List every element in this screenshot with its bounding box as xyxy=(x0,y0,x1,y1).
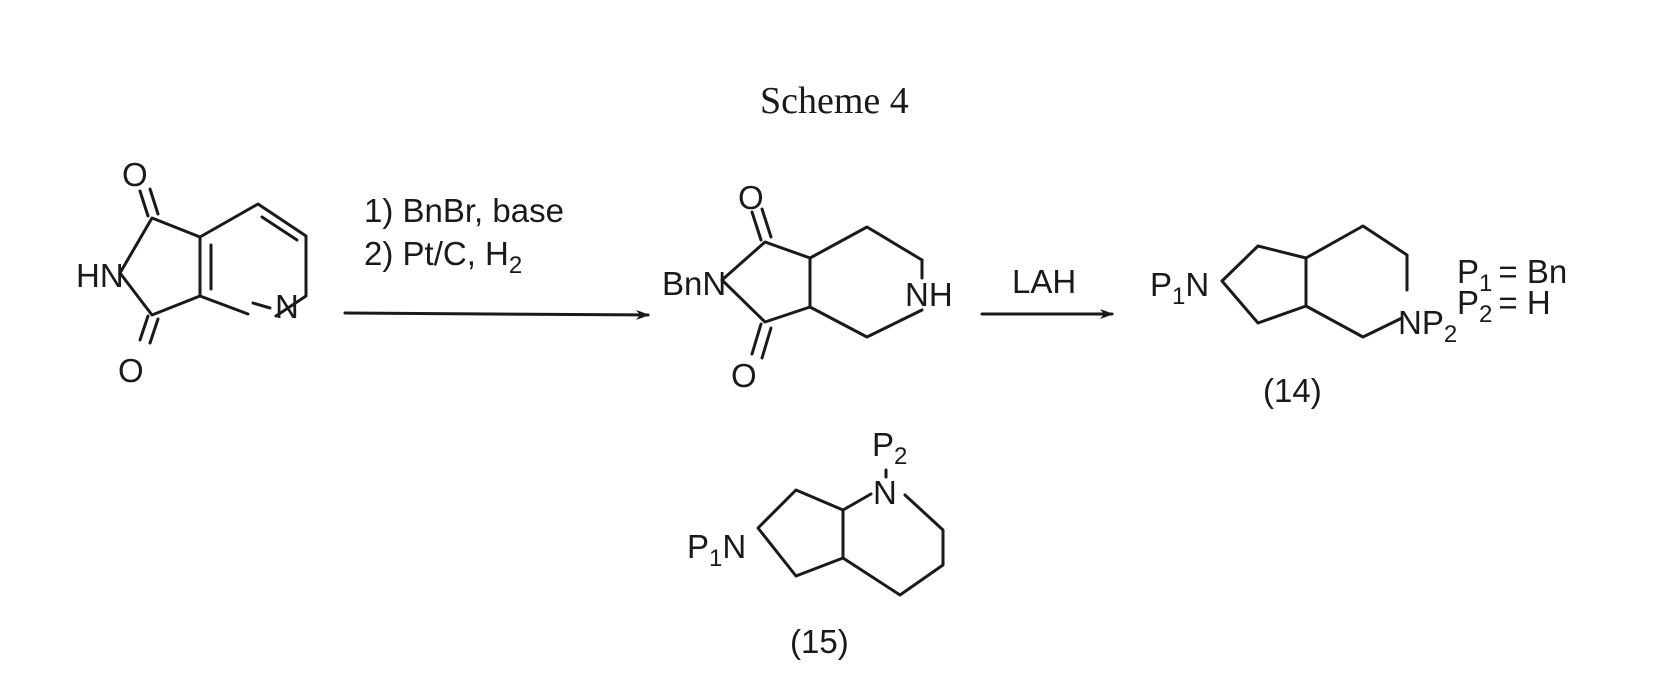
c14-np2: NP2 xyxy=(1398,304,1457,348)
definition-p2: P2= H xyxy=(1457,284,1551,328)
condition-step-2: 2) Pt/C, H2 xyxy=(364,235,522,279)
int-oxygen-top: O xyxy=(738,179,764,216)
compound-15-structure: P2 N P1N (15) xyxy=(687,426,943,660)
condition-step-1: 1) BnBr, base xyxy=(364,192,564,229)
sm-imide-nh: HN xyxy=(76,257,124,294)
reaction-arrow-1 xyxy=(345,313,648,315)
int-amine-nh: NH xyxy=(905,276,953,313)
sm-pyridine-n: N xyxy=(275,288,299,325)
condition-lah: LAH xyxy=(1012,263,1076,300)
compound-14-structure: P1N NP2 (14) xyxy=(1150,226,1457,409)
compound-14-label: (14) xyxy=(1263,372,1322,409)
intermediate-structure: O O BnN NH xyxy=(662,179,953,394)
protecting-group-definitions: P1= Bn P2= H xyxy=(1457,253,1567,328)
c15-top-n: N xyxy=(873,474,897,511)
compound-15-label: (15) xyxy=(790,623,849,660)
scheme-title: Scheme 4 xyxy=(760,80,909,122)
c14-p1-n: P1N xyxy=(1150,266,1209,310)
sm-oxygen-top: O xyxy=(122,156,148,193)
c15-p1-n: P1N xyxy=(687,528,746,572)
c15-p2-label: P2 xyxy=(872,426,907,470)
starting-material-structure: O O HN N xyxy=(76,156,306,389)
int-oxygen-bottom: O xyxy=(731,357,757,394)
sm-oxygen-bottom: O xyxy=(118,352,144,389)
int-benzyl-n: BnN xyxy=(662,265,726,302)
